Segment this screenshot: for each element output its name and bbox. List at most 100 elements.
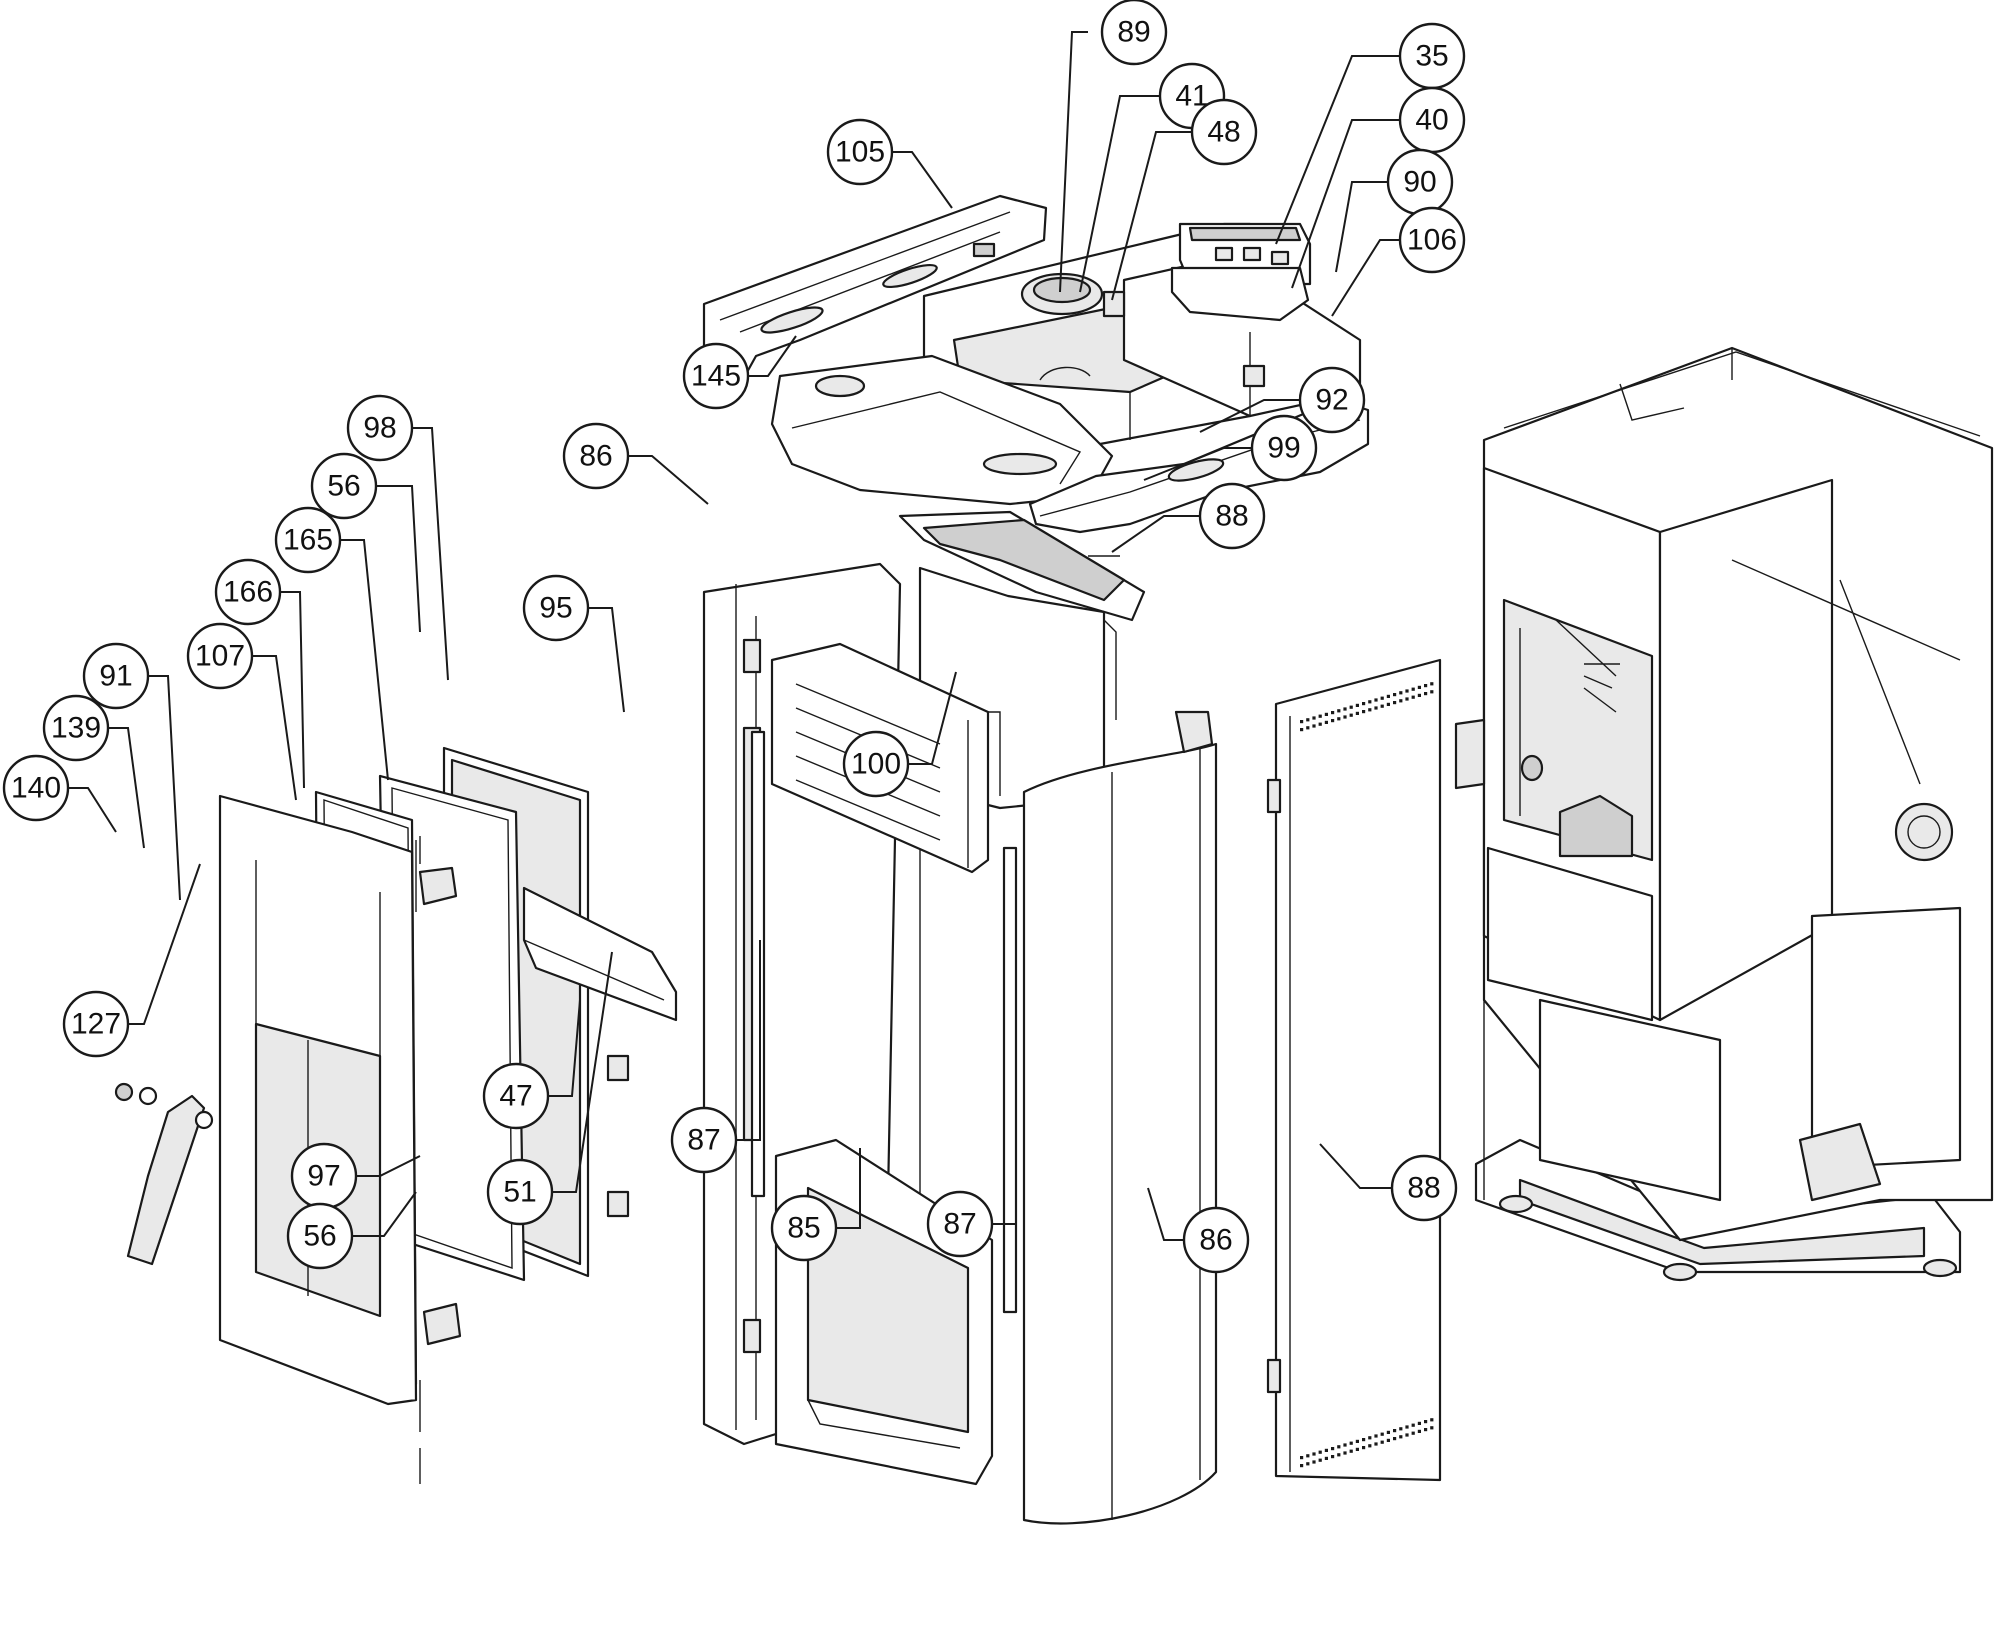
callout-98: 98 (346, 394, 449, 681)
perforation-hole (1324, 712, 1328, 716)
right-side-panel (1266, 658, 1442, 1482)
perforation-hole (1312, 716, 1316, 720)
perforation-hole (1386, 694, 1390, 698)
perforation-hole (1324, 720, 1328, 724)
perforation-hole (1318, 722, 1322, 726)
svg-text:139: 139 (51, 712, 101, 745)
svg-text:88: 88 (1215, 500, 1248, 533)
perforation-hole (1399, 699, 1403, 703)
perforation-hole (1337, 1445, 1341, 1449)
svg-text:51: 51 (503, 1176, 536, 1209)
perforation-hole (1368, 700, 1372, 704)
perforation-hole (1349, 1449, 1353, 1453)
perforation-hole (1355, 1439, 1359, 1443)
perforation-hole (1337, 717, 1341, 721)
perforation-hole (1318, 714, 1322, 718)
svg-text:56: 56 (327, 470, 360, 503)
svg-text:85: 85 (787, 1212, 820, 1245)
callout-99: 99 (1143, 414, 1318, 482)
perforation-hole (1300, 728, 1304, 732)
svg-text:48: 48 (1207, 116, 1240, 149)
perforation-hole (1374, 1442, 1378, 1446)
svg-text:87: 87 (687, 1124, 720, 1157)
perforation-hole (1399, 691, 1403, 695)
perforation-hole (1312, 1452, 1316, 1456)
svg-text:89: 89 (1117, 16, 1150, 49)
callout-89: 89 (1059, 0, 1168, 293)
perforation-hole (1393, 693, 1397, 697)
perforation-hole (1306, 1462, 1310, 1466)
svg-text:100: 100 (851, 748, 901, 781)
perforation-hole (1355, 711, 1359, 715)
svg-text:90: 90 (1403, 166, 1436, 199)
callout-86-bottom: 86 (1147, 1187, 1250, 1274)
perforation-hole (1337, 1453, 1341, 1457)
perforation-hole (1424, 692, 1428, 696)
perforation-hole (1374, 698, 1378, 702)
perforation-hole (1368, 708, 1372, 712)
perforation-hole (1362, 702, 1366, 706)
svg-text:165: 165 (283, 524, 333, 557)
callout-88-bottom: 88 (1319, 1143, 1458, 1222)
perforation-hole (1331, 711, 1335, 715)
perforation-hole (1424, 684, 1428, 688)
perforation-hole (1405, 689, 1409, 693)
callout-87-right: 87 (926, 1032, 1017, 1258)
perforation-hole (1349, 1441, 1353, 1445)
perforation-hole (1306, 718, 1310, 722)
perforation-hole (1393, 1437, 1397, 1441)
callout-165: 165 (274, 506, 389, 781)
perforation-hole (1405, 1425, 1409, 1429)
perforation-hole (1380, 704, 1384, 708)
svg-text:86: 86 (579, 440, 612, 473)
perforation-hole (1411, 1423, 1415, 1427)
door-assembly (114, 746, 678, 1484)
perforation-hole (1417, 693, 1421, 697)
perforation-hole (1380, 1432, 1384, 1436)
perforation-hole (1374, 1434, 1378, 1438)
svg-text:35: 35 (1415, 40, 1448, 73)
perforation-hole (1430, 1418, 1434, 1422)
callout-145: 145 (682, 335, 797, 410)
perforation-hole (1380, 1440, 1384, 1444)
perforation-hole (1386, 702, 1390, 706)
perforation-hole (1343, 1451, 1347, 1455)
callout-layer: 89 41 35 48 40 105 9 (2, 0, 1466, 1274)
perforation-hole (1343, 707, 1347, 711)
svg-text:95: 95 (539, 592, 572, 625)
callout-87-left: 87 (670, 940, 761, 1174)
top-cover-assembly (702, 194, 1370, 534)
perforation-hole (1430, 682, 1434, 686)
svg-text:87: 87 (943, 1208, 976, 1241)
callout-100: 100 (842, 671, 957, 798)
svg-text:127: 127 (71, 1008, 121, 1041)
callout-91: 91 (82, 642, 181, 901)
perforation-hole (1355, 703, 1359, 707)
perforation-hole (1368, 1436, 1372, 1440)
svg-text:47: 47 (499, 1080, 532, 1113)
callout-47: 47 (482, 999, 581, 1130)
perforation-hole (1306, 1454, 1310, 1458)
callout-106: 106 (1331, 206, 1466, 317)
svg-text:145: 145 (691, 360, 741, 393)
perforation-hole (1380, 696, 1384, 700)
callout-85: 85 (770, 1148, 861, 1262)
perforation-hole (1424, 1428, 1428, 1432)
perforation-hole (1430, 1426, 1434, 1430)
callout-35: 35 (1275, 22, 1466, 245)
center-body-assembly (702, 510, 1218, 1525)
perforation-hole (1393, 701, 1397, 705)
perforation-hole (1362, 1438, 1366, 1442)
callout-127: 127 (62, 863, 201, 1058)
svg-text:91: 91 (99, 660, 132, 693)
perforation-hole (1343, 715, 1347, 719)
perforation-hole (1411, 687, 1415, 691)
perforation-hole (1417, 1421, 1421, 1425)
perforation-hole (1331, 719, 1335, 723)
svg-text:106: 106 (1407, 224, 1457, 257)
perforation-hole (1386, 1430, 1390, 1434)
callout-105: 105 (826, 118, 953, 209)
perforation-hole (1399, 1435, 1403, 1439)
perforation-hole (1331, 1447, 1335, 1451)
svg-text:107: 107 (195, 640, 245, 673)
